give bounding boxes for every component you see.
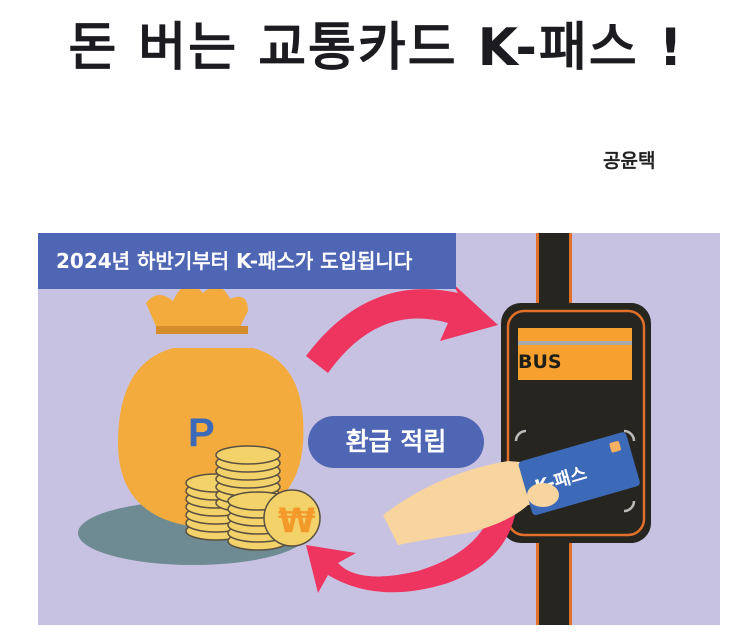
k-pass-illustration: P ₩ [38, 233, 720, 625]
hand-icon [383, 461, 558, 545]
document-title: 돈 버는 교통카드 K-패스 ! [68, 18, 685, 78]
coin-won-symbol: ₩ [278, 501, 316, 541]
terminal-bus-label: BUS [518, 351, 562, 373]
coin-stacks-icon [185, 445, 321, 551]
refund-accumulate-badge: 환급 적립 [308, 416, 484, 468]
refund-arrow-bottom-icon [306, 465, 518, 593]
thumb-icon [527, 483, 559, 507]
bus-terminal-icon [501, 233, 651, 625]
illustration-graphics: P ₩ [78, 233, 651, 625]
svg-text:P: P [188, 411, 215, 455]
author-name: 공윤택 [603, 150, 656, 172]
announcement-banner: 2024년 하반기부터 K-패스가 도입됩니다 [38, 233, 456, 289]
refund-arrow-top-icon [306, 281, 498, 373]
